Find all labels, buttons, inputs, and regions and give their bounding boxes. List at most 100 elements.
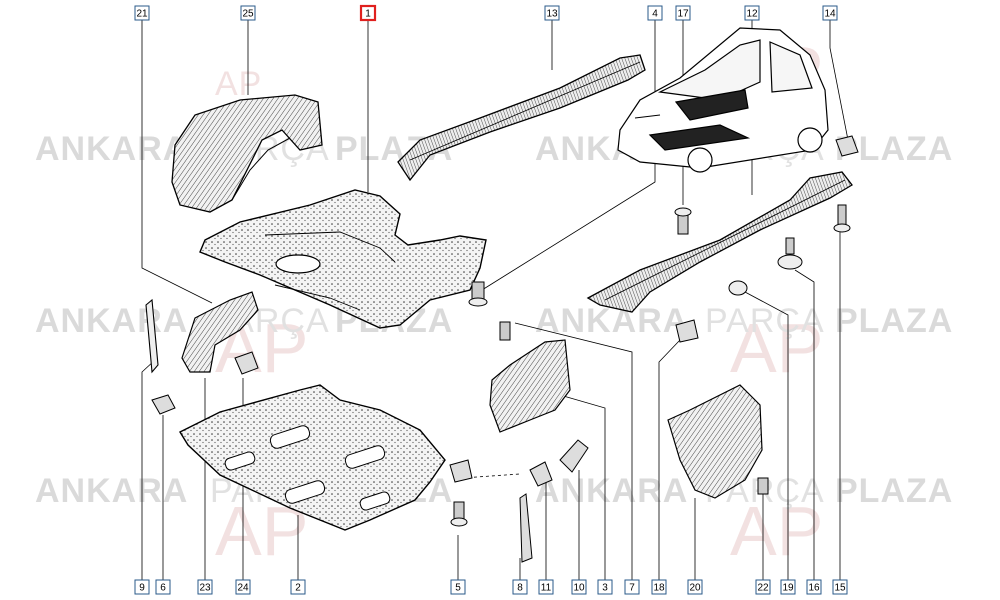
callout-box <box>450 579 466 595</box>
callout-number: 10 <box>573 583 585 594</box>
callout-15: 15 <box>832 579 848 595</box>
callout-18: 18 <box>651 579 667 595</box>
part-20-rear-liner <box>667 384 763 499</box>
part-17-bolt <box>674 207 692 235</box>
callout-13: 13 <box>544 5 560 21</box>
callout-box <box>647 5 663 21</box>
callout-box <box>806 579 822 595</box>
callout-number: 12 <box>746 9 758 20</box>
part-18-clip <box>675 319 699 343</box>
watermark-text: ANKARA <box>535 302 688 340</box>
callout-20: 20 <box>687 579 703 595</box>
callout-box <box>512 579 528 595</box>
callout-box <box>544 5 560 21</box>
watermark-text: PLAZA <box>835 472 953 510</box>
callout-number: 4 <box>652 9 658 20</box>
callout-6: 6 <box>155 579 171 595</box>
callout-box <box>197 579 213 595</box>
callout-number: 1 <box>365 9 371 20</box>
callout-number: 2 <box>295 583 301 594</box>
callout-number: 8 <box>517 583 523 594</box>
part-4-bolt <box>468 281 488 307</box>
callout-number: 23 <box>199 583 211 594</box>
callout-box <box>651 579 667 595</box>
part-24-clip <box>234 351 259 375</box>
callout-number: 3 <box>602 583 608 594</box>
callout-23: 23 <box>197 579 213 595</box>
watermark-text: ANKARA <box>535 472 688 510</box>
callout-number: 18 <box>653 583 665 594</box>
watermark-text: PARÇA <box>705 302 825 340</box>
callout-12: 12 <box>744 5 760 21</box>
callout-8: 8 <box>512 579 528 595</box>
callout-number: 21 <box>136 9 148 20</box>
part-8-strap <box>519 493 533 563</box>
callout-box <box>235 579 251 595</box>
part-10-bracket <box>559 439 589 473</box>
callout-box <box>687 579 703 595</box>
watermark-text: ANKARA <box>35 472 188 510</box>
callout-21: 21 <box>134 5 150 21</box>
callout-box <box>155 579 171 595</box>
callout-number: 25 <box>242 9 254 20</box>
part-19-grommet <box>728 280 748 296</box>
callout-box <box>571 579 587 595</box>
callout-number: 17 <box>677 9 689 20</box>
callout-24: 24 <box>235 579 251 595</box>
watermark-text: PLAZA <box>835 302 953 340</box>
car-illustration <box>617 27 829 173</box>
part-25-wheel-arch-liner <box>171 94 323 213</box>
callout-16: 16 <box>806 579 822 595</box>
callout-number: 5 <box>455 583 461 594</box>
callout-25: 25 <box>240 5 256 21</box>
callout-number: 7 <box>629 583 635 594</box>
callout-22: 22 <box>755 579 771 595</box>
callout-9: 9 <box>134 579 150 595</box>
callout-5: 5 <box>450 579 466 595</box>
callout-box <box>675 5 691 21</box>
watermark-text: ANKARA <box>35 302 188 340</box>
callout-number: 14 <box>824 9 836 20</box>
callout-box <box>744 5 760 21</box>
callout-number: 19 <box>782 583 794 594</box>
callout-box <box>755 579 771 595</box>
callout-box <box>134 5 150 21</box>
part-2-lower-undertray <box>179 384 446 531</box>
watermark-logo: AP <box>730 492 823 570</box>
callout-number: 22 <box>757 583 769 594</box>
watermark-text: ANKARA <box>35 130 188 168</box>
part-22-screw <box>757 477 769 495</box>
watermark-logo-1: AP <box>215 65 261 103</box>
callout-2: 2 <box>290 579 306 595</box>
callout-11: 11 <box>538 579 554 595</box>
callout-number: 16 <box>808 583 820 594</box>
callout-1: 1 <box>359 4 377 22</box>
callout-number: 13 <box>546 9 558 20</box>
callout-7: 7 <box>624 579 640 595</box>
callout-number: 15 <box>834 583 846 594</box>
callout-box <box>822 5 838 21</box>
watermark-logo: AP <box>730 309 823 387</box>
callout-box <box>134 579 150 595</box>
callout-number: 11 <box>541 583 552 594</box>
callout-box <box>624 579 640 595</box>
part-14-clip <box>835 135 859 157</box>
part-1-engine-undertray <box>199 189 487 329</box>
callout-4: 4 <box>647 5 663 21</box>
callout-19: 19 <box>780 579 796 595</box>
callout-box <box>290 579 306 595</box>
callout-box <box>240 5 256 21</box>
callout-14: 14 <box>822 5 838 21</box>
part-5-bolt <box>449 459 473 527</box>
callout-box <box>780 579 796 595</box>
part-13-underbody-rail <box>397 54 646 182</box>
part-6-clip <box>151 394 176 415</box>
callout-10: 10 <box>571 579 587 595</box>
part-15-bolt <box>833 204 851 233</box>
callout-box <box>832 579 848 595</box>
part-12-side-rail <box>586 171 853 313</box>
callout-17: 17 <box>675 5 691 21</box>
callout-box <box>359 4 377 22</box>
